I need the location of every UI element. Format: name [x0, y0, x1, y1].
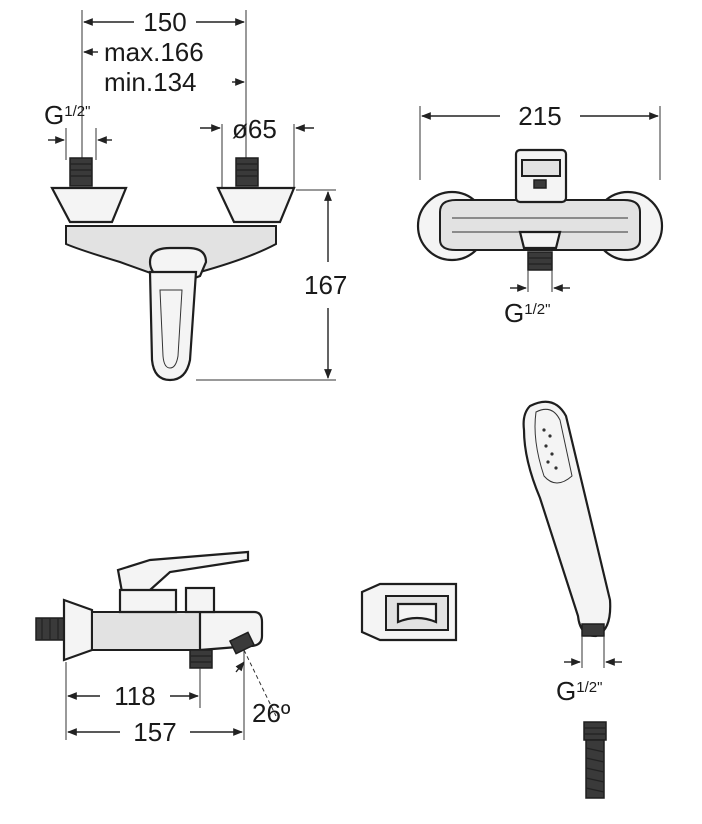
top-width-label: 215 [518, 101, 561, 131]
top-thread-label: G1/2" [504, 298, 550, 328]
side-118-label: 118 [114, 681, 155, 711]
wall-holder [360, 582, 458, 642]
front-view: 150 max.166 min.134 G1/2" ø65 [44, 7, 347, 382]
side-view: 118 157 26º [35, 550, 291, 747]
side-157-label: 157 [133, 717, 176, 747]
side-angle-label: 26º [252, 698, 291, 728]
front-min-label: min.134 [104, 67, 197, 97]
front-width-label: 150 [143, 7, 186, 37]
top-view: 215 G1/2" [416, 101, 664, 328]
front-max-label: max.166 [104, 37, 204, 67]
front-thread-label: G1/2" [44, 100, 90, 130]
front-diameter-label: ø65 [232, 114, 277, 144]
front-height-label: 167 [304, 270, 347, 300]
hand-shower: G1/2" [522, 400, 622, 799]
shower-thread-label: G1/2" [556, 676, 602, 706]
